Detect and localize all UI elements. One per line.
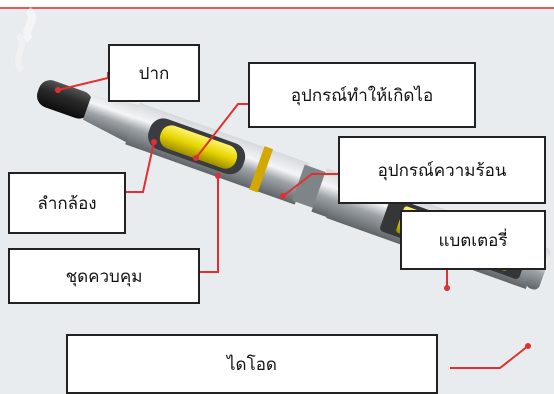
label-atomizer: อุปกรณ์ทำให้เกิดไอ [248, 62, 476, 128]
atomizer-liquid [159, 125, 238, 169]
label-heater: อุปกรณ์ความร้อน [338, 136, 546, 204]
leader-mouthpiece [57, 72, 109, 91]
mouthpiece-tip [36, 80, 93, 119]
leader-atomizer [195, 103, 248, 159]
label-diode: ไดโอด [66, 334, 438, 394]
label-mouthpiece: ปาก [108, 44, 200, 102]
gold-ring [249, 146, 274, 193]
leader-heater [282, 173, 338, 197]
heater-collar [311, 168, 344, 218]
top-border [0, 0, 554, 9]
leader-diode [450, 345, 529, 369]
smoke-wisp [15, 6, 36, 73]
leader-dot-controller [215, 173, 221, 179]
leader-controller [200, 176, 219, 273]
leader-dot-battery [444, 285, 450, 291]
leader-dot-heater [280, 193, 286, 199]
label-barrel: ลำกล้อง [8, 172, 126, 234]
leader-dot-atomizer [193, 155, 199, 161]
leader-dot-mouthpiece [55, 87, 61, 93]
leader-barrel [126, 141, 155, 193]
label-controller: ชุดควบคุม [8, 248, 200, 304]
leader-dot-diode [525, 343, 531, 349]
joint-ring [291, 164, 328, 209]
label-battery: แบตเตอรี่ [400, 210, 546, 270]
mouthpiece-cap [82, 95, 142, 144]
leader-dot-barrel [151, 139, 157, 145]
